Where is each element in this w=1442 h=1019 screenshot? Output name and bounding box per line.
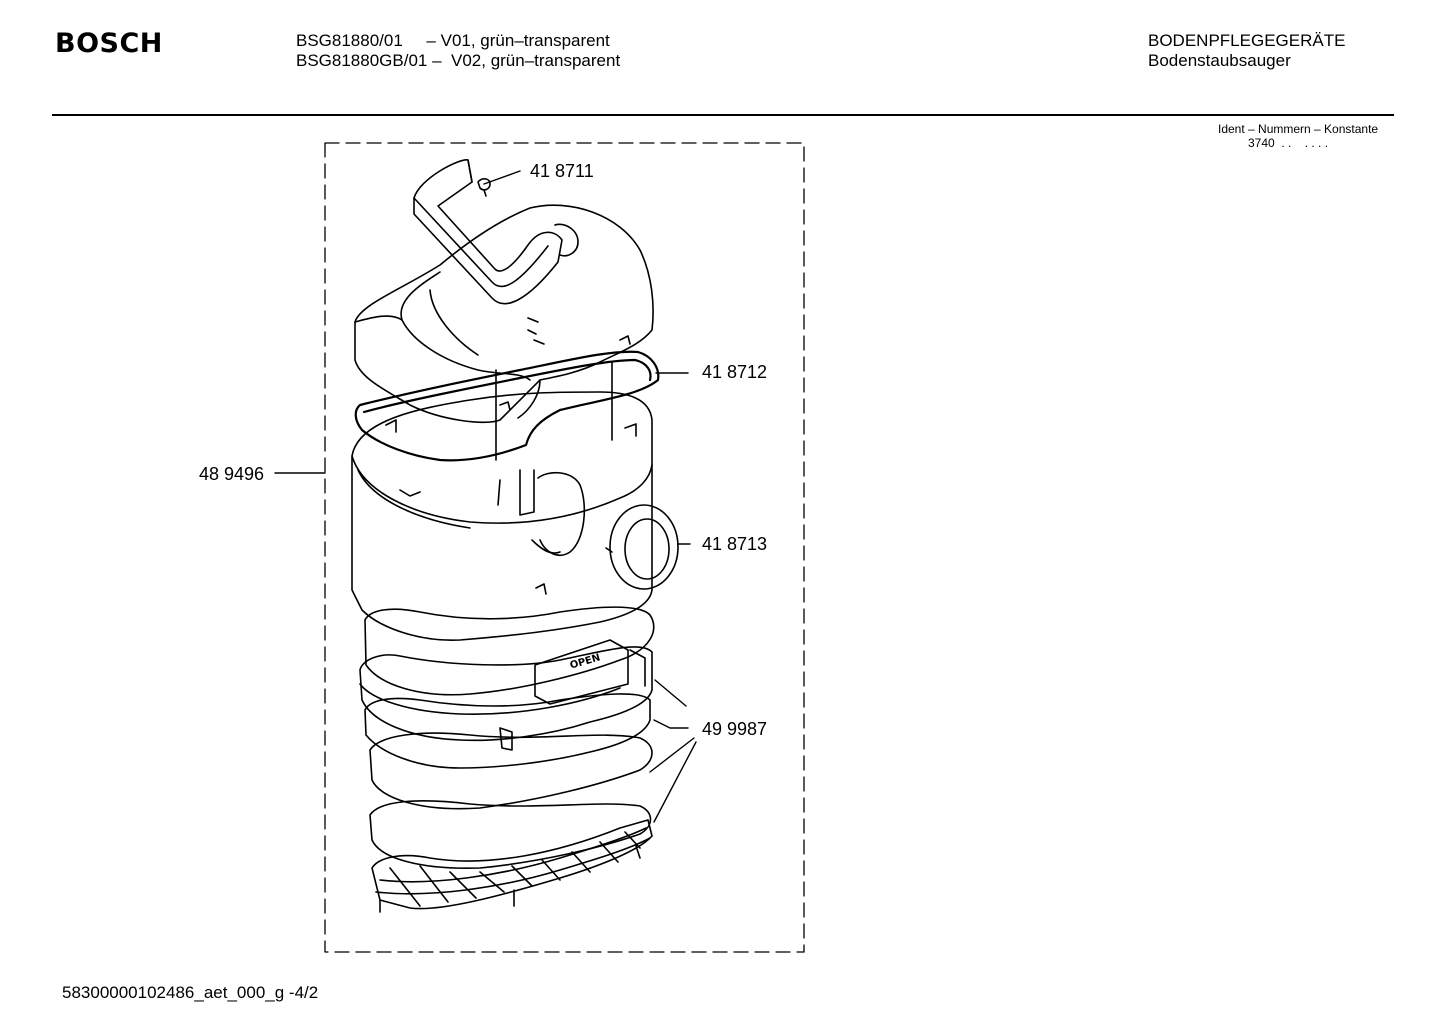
ident-code: 3740 . . . . . . — [1248, 136, 1329, 150]
model-code: BSG81880GB/01 — [296, 51, 428, 70]
filter-pad-lower — [369, 800, 652, 870]
grille-base — [371, 819, 653, 913]
leader-499987 — [649, 679, 697, 823]
brand-logo: BOSCH — [55, 28, 163, 59]
filter-pad-upper — [364, 606, 655, 696]
wire-frame — [354, 350, 660, 462]
carry-handle — [413, 159, 563, 305]
filter-pad-middle — [369, 732, 653, 810]
open-latch — [534, 639, 629, 705]
callout-489496: 48 9496 — [199, 464, 264, 484]
model-row: BSG81880/01 – V01, grün–transparent — [296, 31, 620, 51]
model-row: BSG81880GB/01 – V02, grün–transparent — [296, 51, 620, 71]
callout-418713: 41 8713 — [702, 534, 767, 554]
model-variant: – V02, grün–transparent — [427, 51, 621, 70]
ident-label: Ident – Nummern – Konstante — [1218, 122, 1379, 136]
lower-frame — [364, 693, 651, 769]
footer-document-id: 58300000102486_aet_000_g -4/2 — [62, 983, 319, 1002]
ident-block: Ident – Nummern – Konstante 3740 . . . .… — [1218, 122, 1378, 150]
dust-container — [351, 361, 653, 641]
seal-ring — [609, 504, 679, 590]
category-block: BODENPFLEGEGERÄTE Bodenstaubsauger — [1148, 31, 1345, 71]
top-cover — [354, 204, 654, 424]
leader-lines — [274, 170, 697, 823]
category-subtitle: Bodenstaubsauger — [1148, 51, 1291, 70]
filter-frame — [359, 639, 653, 742]
clip-part — [477, 178, 491, 197]
model-list: BSG81880/01 – V01, grün–transparent BSG8… — [296, 31, 620, 71]
callout-418712: 41 8712 — [702, 362, 767, 382]
callout-499987: 49 9987 — [702, 719, 767, 739]
callout-418711: 41 8711 — [530, 161, 594, 181]
category-title: BODENPFLEGEGERÄTE — [1148, 31, 1346, 50]
leader-418711 — [483, 170, 521, 185]
model-code: BSG81880/01 — [296, 31, 403, 50]
assembly-frame — [324, 142, 805, 953]
header-divider — [52, 114, 1394, 116]
model-variant: – V01, grün–transparent — [402, 31, 610, 50]
